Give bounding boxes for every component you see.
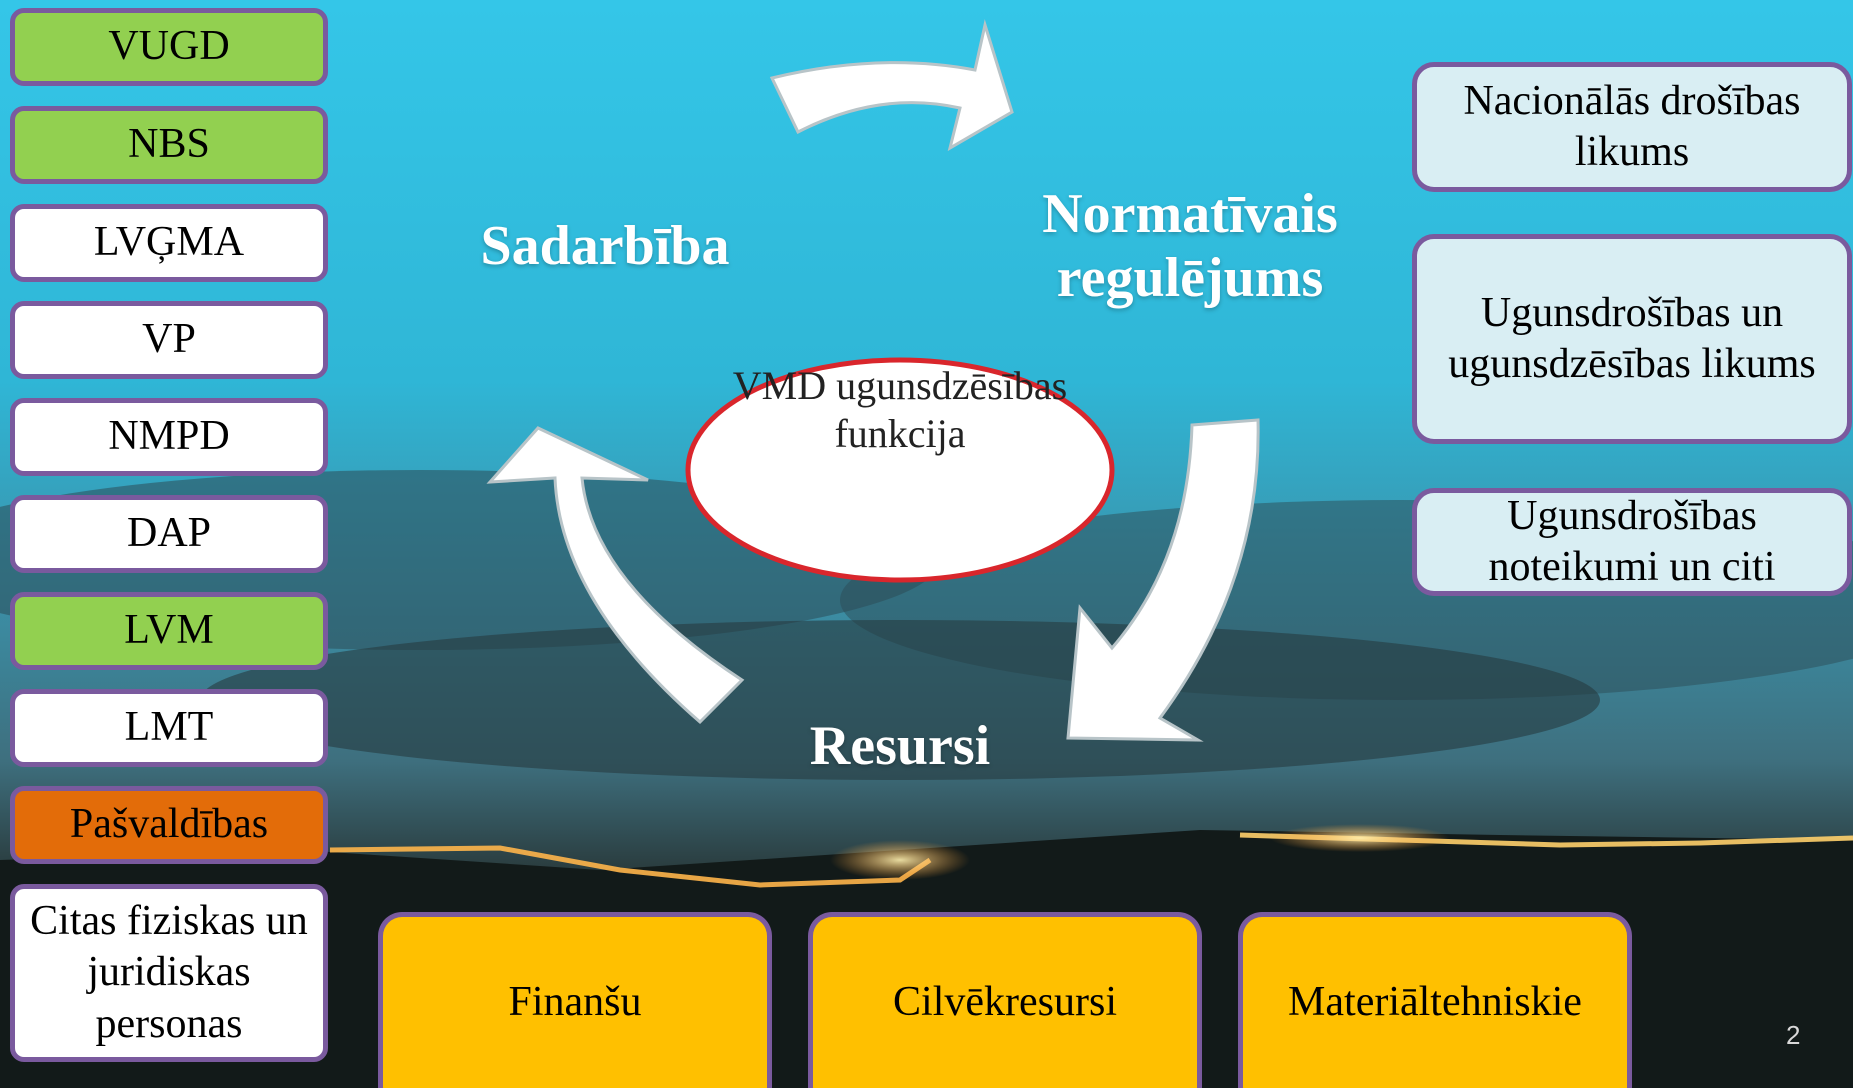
arrow-right-down — [1066, 418, 1260, 742]
law-label: Nacionālās drošības likums — [1463, 77, 1801, 175]
agency-pasvaldibas: Pašvaldības — [10, 786, 328, 864]
law-fire-rules: Ugunsdrošības noteikumi un citi — [1412, 488, 1852, 596]
agency-label: Citas fiziskas un juridiskas personas — [30, 898, 308, 1047]
cycle-label-regulation: Normatīvais regulējums — [1042, 183, 1338, 310]
agency-vugd: VUGD — [10, 8, 328, 86]
agency-lmt: LMT — [10, 689, 328, 767]
resource-label: Cilvēkresursi — [893, 978, 1117, 1025]
agency-label: NBS — [128, 121, 210, 168]
agency-label: VP — [142, 316, 196, 363]
agency-lvm: LVM — [10, 592, 328, 670]
arrow-top-right — [769, 19, 1014, 152]
resource-label: Materiāltehniskie — [1288, 978, 1582, 1025]
agency-nmpd: NMPD — [10, 398, 328, 476]
resource-label: Finanšu — [508, 978, 642, 1025]
cycle-label-resources: Resursi — [809, 715, 991, 777]
arrow-left-up — [486, 426, 745, 725]
agency-dap: DAP — [10, 495, 328, 573]
agency-label: LVĢMA — [93, 219, 245, 266]
resource-finance: Finanšu — [378, 912, 772, 1088]
agency-lvgma: LVĢMA — [10, 204, 328, 282]
law-label: Ugunsdrošības un ugunsdzēsības likums — [1448, 289, 1816, 387]
agency-label: LVM — [124, 607, 214, 654]
cycle-label-cooperation: Sadarbība — [480, 215, 730, 277]
center-function-label: VMD ugunsdzēsības funkcija — [732, 363, 1068, 456]
agency-other-persons: Citas fiziskas un juridiskas personas — [10, 884, 328, 1062]
agency-label: DAP — [126, 510, 212, 557]
center-ellipse — [685, 357, 1115, 583]
agency-label: VUGD — [108, 23, 230, 70]
agency-vp: VP — [10, 301, 328, 379]
slide-number: 2 — [1786, 1020, 1801, 1050]
law-national-security: Nacionālās drošības likums — [1412, 62, 1852, 192]
agency-label: Pašvaldības — [69, 801, 269, 848]
law-label: Ugunsdrošības noteikumi un citi — [1488, 492, 1776, 590]
agency-label: NMPD — [108, 413, 230, 460]
law-fire-safety: Ugunsdrošības un ugunsdzēsības likums — [1412, 234, 1852, 444]
agency-nbs: NBS — [10, 106, 328, 184]
resource-material: Materiāltehniskie — [1238, 912, 1632, 1088]
resource-human: Cilvēkresursi — [808, 912, 1202, 1088]
agency-label: LMT — [124, 704, 214, 751]
